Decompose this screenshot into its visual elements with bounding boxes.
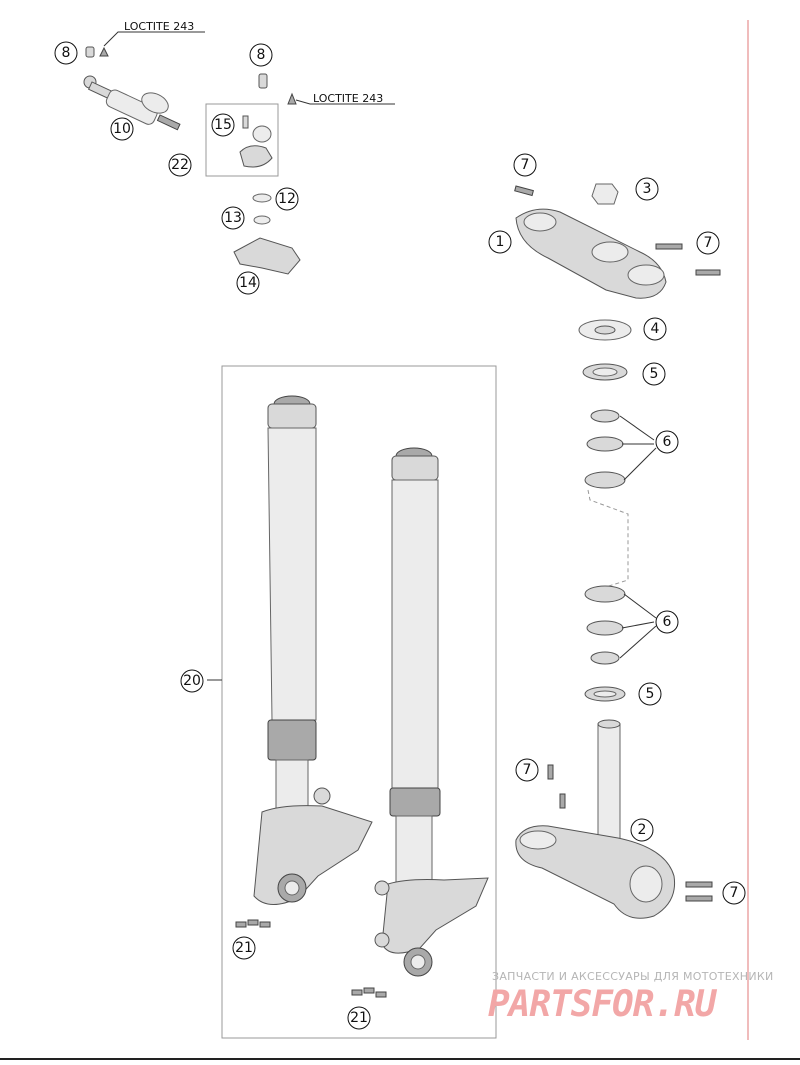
leader-6b-2 bbox=[621, 621, 655, 629]
callout-number: 15 bbox=[214, 117, 232, 133]
callout-8a: 8 bbox=[54, 41, 78, 65]
screw-15 bbox=[242, 115, 249, 129]
watermark-subtitle: ЗАПЧАСТИ И АКСЕССУАРЫ ДЛЯ МОТОТЕХНИКИ bbox=[492, 970, 774, 983]
bolt-7-stem-a bbox=[547, 764, 554, 780]
callout-6a: 6 bbox=[655, 430, 679, 454]
leader-6a-3 bbox=[623, 447, 657, 481]
bearing-top-1 bbox=[590, 409, 620, 423]
washer-13 bbox=[253, 215, 271, 225]
bearing-race-top bbox=[584, 471, 626, 489]
steering-damper-group bbox=[83, 31, 395, 275]
fork-leg-right bbox=[374, 447, 489, 977]
callout-8b: 8 bbox=[249, 43, 273, 67]
washer-12 bbox=[252, 193, 272, 203]
callout-number: 5 bbox=[650, 366, 659, 382]
callout-5a: 5 bbox=[642, 362, 666, 386]
bolt-8-left bbox=[85, 46, 95, 58]
callout-3: 3 bbox=[635, 177, 659, 201]
callout-number: 1 bbox=[496, 234, 505, 250]
bearing-bottom-1 bbox=[586, 620, 624, 636]
callout-number: 8 bbox=[62, 45, 71, 61]
callout-10: 10 bbox=[110, 117, 134, 141]
loctite-drop-left bbox=[99, 46, 109, 57]
screws-21-left bbox=[235, 919, 271, 928]
bearing-bottom-2 bbox=[590, 651, 620, 665]
leader-6b-3 bbox=[619, 625, 657, 659]
bolt-7-top bbox=[514, 185, 534, 197]
callout-number: 20 bbox=[183, 673, 201, 689]
bolt-7-stem-b bbox=[559, 793, 566, 809]
bottom-rule bbox=[0, 1058, 800, 1060]
upper-clamp-bore-right bbox=[627, 264, 665, 286]
bolt-7-lower-b bbox=[685, 895, 713, 902]
fork-assembly-frame bbox=[221, 365, 497, 1039]
callout-number: 14 bbox=[239, 275, 257, 291]
fork-assembly bbox=[207, 365, 497, 1039]
loctite-leader-left bbox=[103, 31, 205, 47]
callout-number: 6 bbox=[663, 614, 672, 630]
callout-7a: 7 bbox=[513, 153, 537, 177]
callout-4: 4 bbox=[643, 317, 667, 341]
loctite-label-left: LOCTITE 243 bbox=[124, 20, 194, 33]
bolt-7-lower-a bbox=[685, 881, 713, 888]
callout-number: 13 bbox=[224, 210, 242, 226]
bolt-7-right-a bbox=[655, 243, 683, 250]
callout-number: 3 bbox=[643, 181, 652, 197]
callout-number: 22 bbox=[171, 157, 189, 173]
callout-21a: 21 bbox=[232, 936, 256, 960]
upper-clamp-bore-center bbox=[591, 241, 629, 263]
callout-number: 7 bbox=[704, 235, 713, 251]
leader-6b-1 bbox=[623, 593, 657, 619]
callout-number: 6 bbox=[663, 434, 672, 450]
screws-21-right bbox=[351, 987, 387, 998]
callout-number: 5 bbox=[646, 686, 655, 702]
callout-7d: 7 bbox=[722, 881, 746, 905]
callout-number: 8 bbox=[257, 47, 266, 63]
top-nut bbox=[591, 183, 619, 205]
callout-number: 12 bbox=[278, 191, 296, 207]
callout-7c: 7 bbox=[515, 758, 539, 782]
callout-14: 14 bbox=[236, 271, 260, 295]
callout-5b: 5 bbox=[638, 682, 662, 706]
bearing-race-bottom bbox=[584, 585, 626, 603]
callout-7b: 7 bbox=[696, 231, 720, 255]
callout-2: 2 bbox=[630, 818, 654, 842]
callout-15: 15 bbox=[211, 113, 235, 137]
callout-number: 10 bbox=[113, 121, 131, 137]
head-tube-outline bbox=[587, 489, 629, 593]
bushing bbox=[252, 125, 272, 143]
callout-13: 13 bbox=[221, 206, 245, 230]
loctite-drop-right bbox=[287, 92, 297, 105]
clamp-kit-frame bbox=[205, 103, 279, 177]
bracket-14 bbox=[233, 237, 301, 275]
clamp-block bbox=[239, 145, 273, 168]
bolt-7-right-b bbox=[695, 269, 721, 276]
callout-number: 7 bbox=[730, 885, 739, 901]
callout-number: 2 bbox=[638, 822, 647, 838]
callout-12: 12 bbox=[275, 187, 299, 211]
leader-6a-1 bbox=[619, 415, 655, 441]
callout-number: 21 bbox=[235, 940, 253, 956]
steering-damper bbox=[83, 75, 181, 131]
callout-number: 21 bbox=[350, 1010, 368, 1026]
callout-1: 1 bbox=[488, 230, 512, 254]
callout-22: 22 bbox=[168, 153, 192, 177]
callout-21b: 21 bbox=[347, 1006, 371, 1030]
upper-clamp-bore-left bbox=[523, 212, 557, 232]
loctite-label-right: LOCTITE 243 bbox=[313, 92, 383, 105]
callout-number: 7 bbox=[521, 157, 530, 173]
watermark-logo: PARTSFOR.RU bbox=[488, 984, 716, 1025]
steering-stem bbox=[597, 723, 621, 851]
bearing-top-2 bbox=[586, 436, 624, 452]
bolt-8-right bbox=[258, 73, 268, 89]
callout-number: 7 bbox=[523, 762, 532, 778]
steering-head-group bbox=[514, 183, 721, 919]
callout-6b: 6 bbox=[655, 610, 679, 634]
callout-number: 4 bbox=[651, 321, 660, 337]
fork-leg-left bbox=[253, 395, 373, 905]
loctite-leader-right bbox=[295, 99, 395, 105]
callout-20: 20 bbox=[180, 669, 204, 693]
